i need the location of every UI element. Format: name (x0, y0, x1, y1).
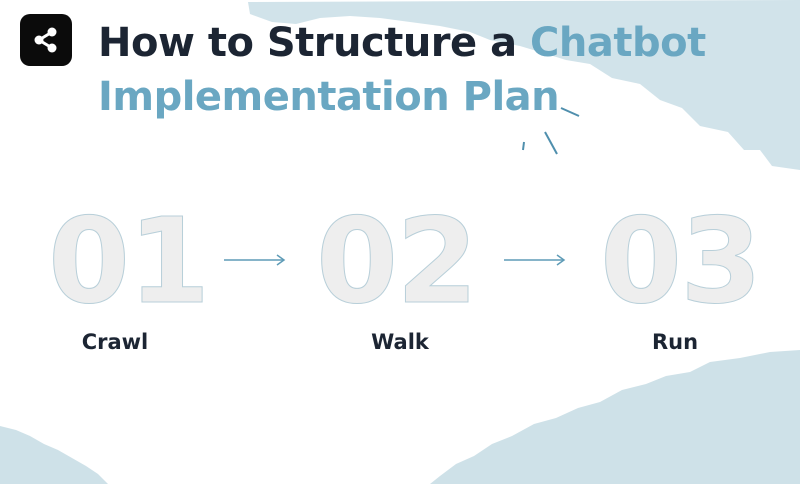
step-number-1: 01 (47, 192, 210, 330)
step-number-2: 02 (315, 192, 478, 330)
step-label-run: Run (651, 330, 699, 354)
share-logo (20, 14, 72, 66)
title-accent-chatbot: Chatbot (530, 20, 706, 66)
step-number-3: 03 (599, 192, 762, 330)
step-label-crawl: Crawl (81, 330, 149, 354)
arrow-right-icon (504, 254, 566, 266)
title-accent-plan: Implementation Plan (98, 74, 560, 120)
spark-lines (522, 107, 580, 155)
arrow-right-icon (224, 254, 286, 266)
step-label-walk: Walk (371, 330, 429, 354)
share-nodes-icon (34, 27, 57, 53)
title-text: How to Structure a (98, 20, 531, 66)
